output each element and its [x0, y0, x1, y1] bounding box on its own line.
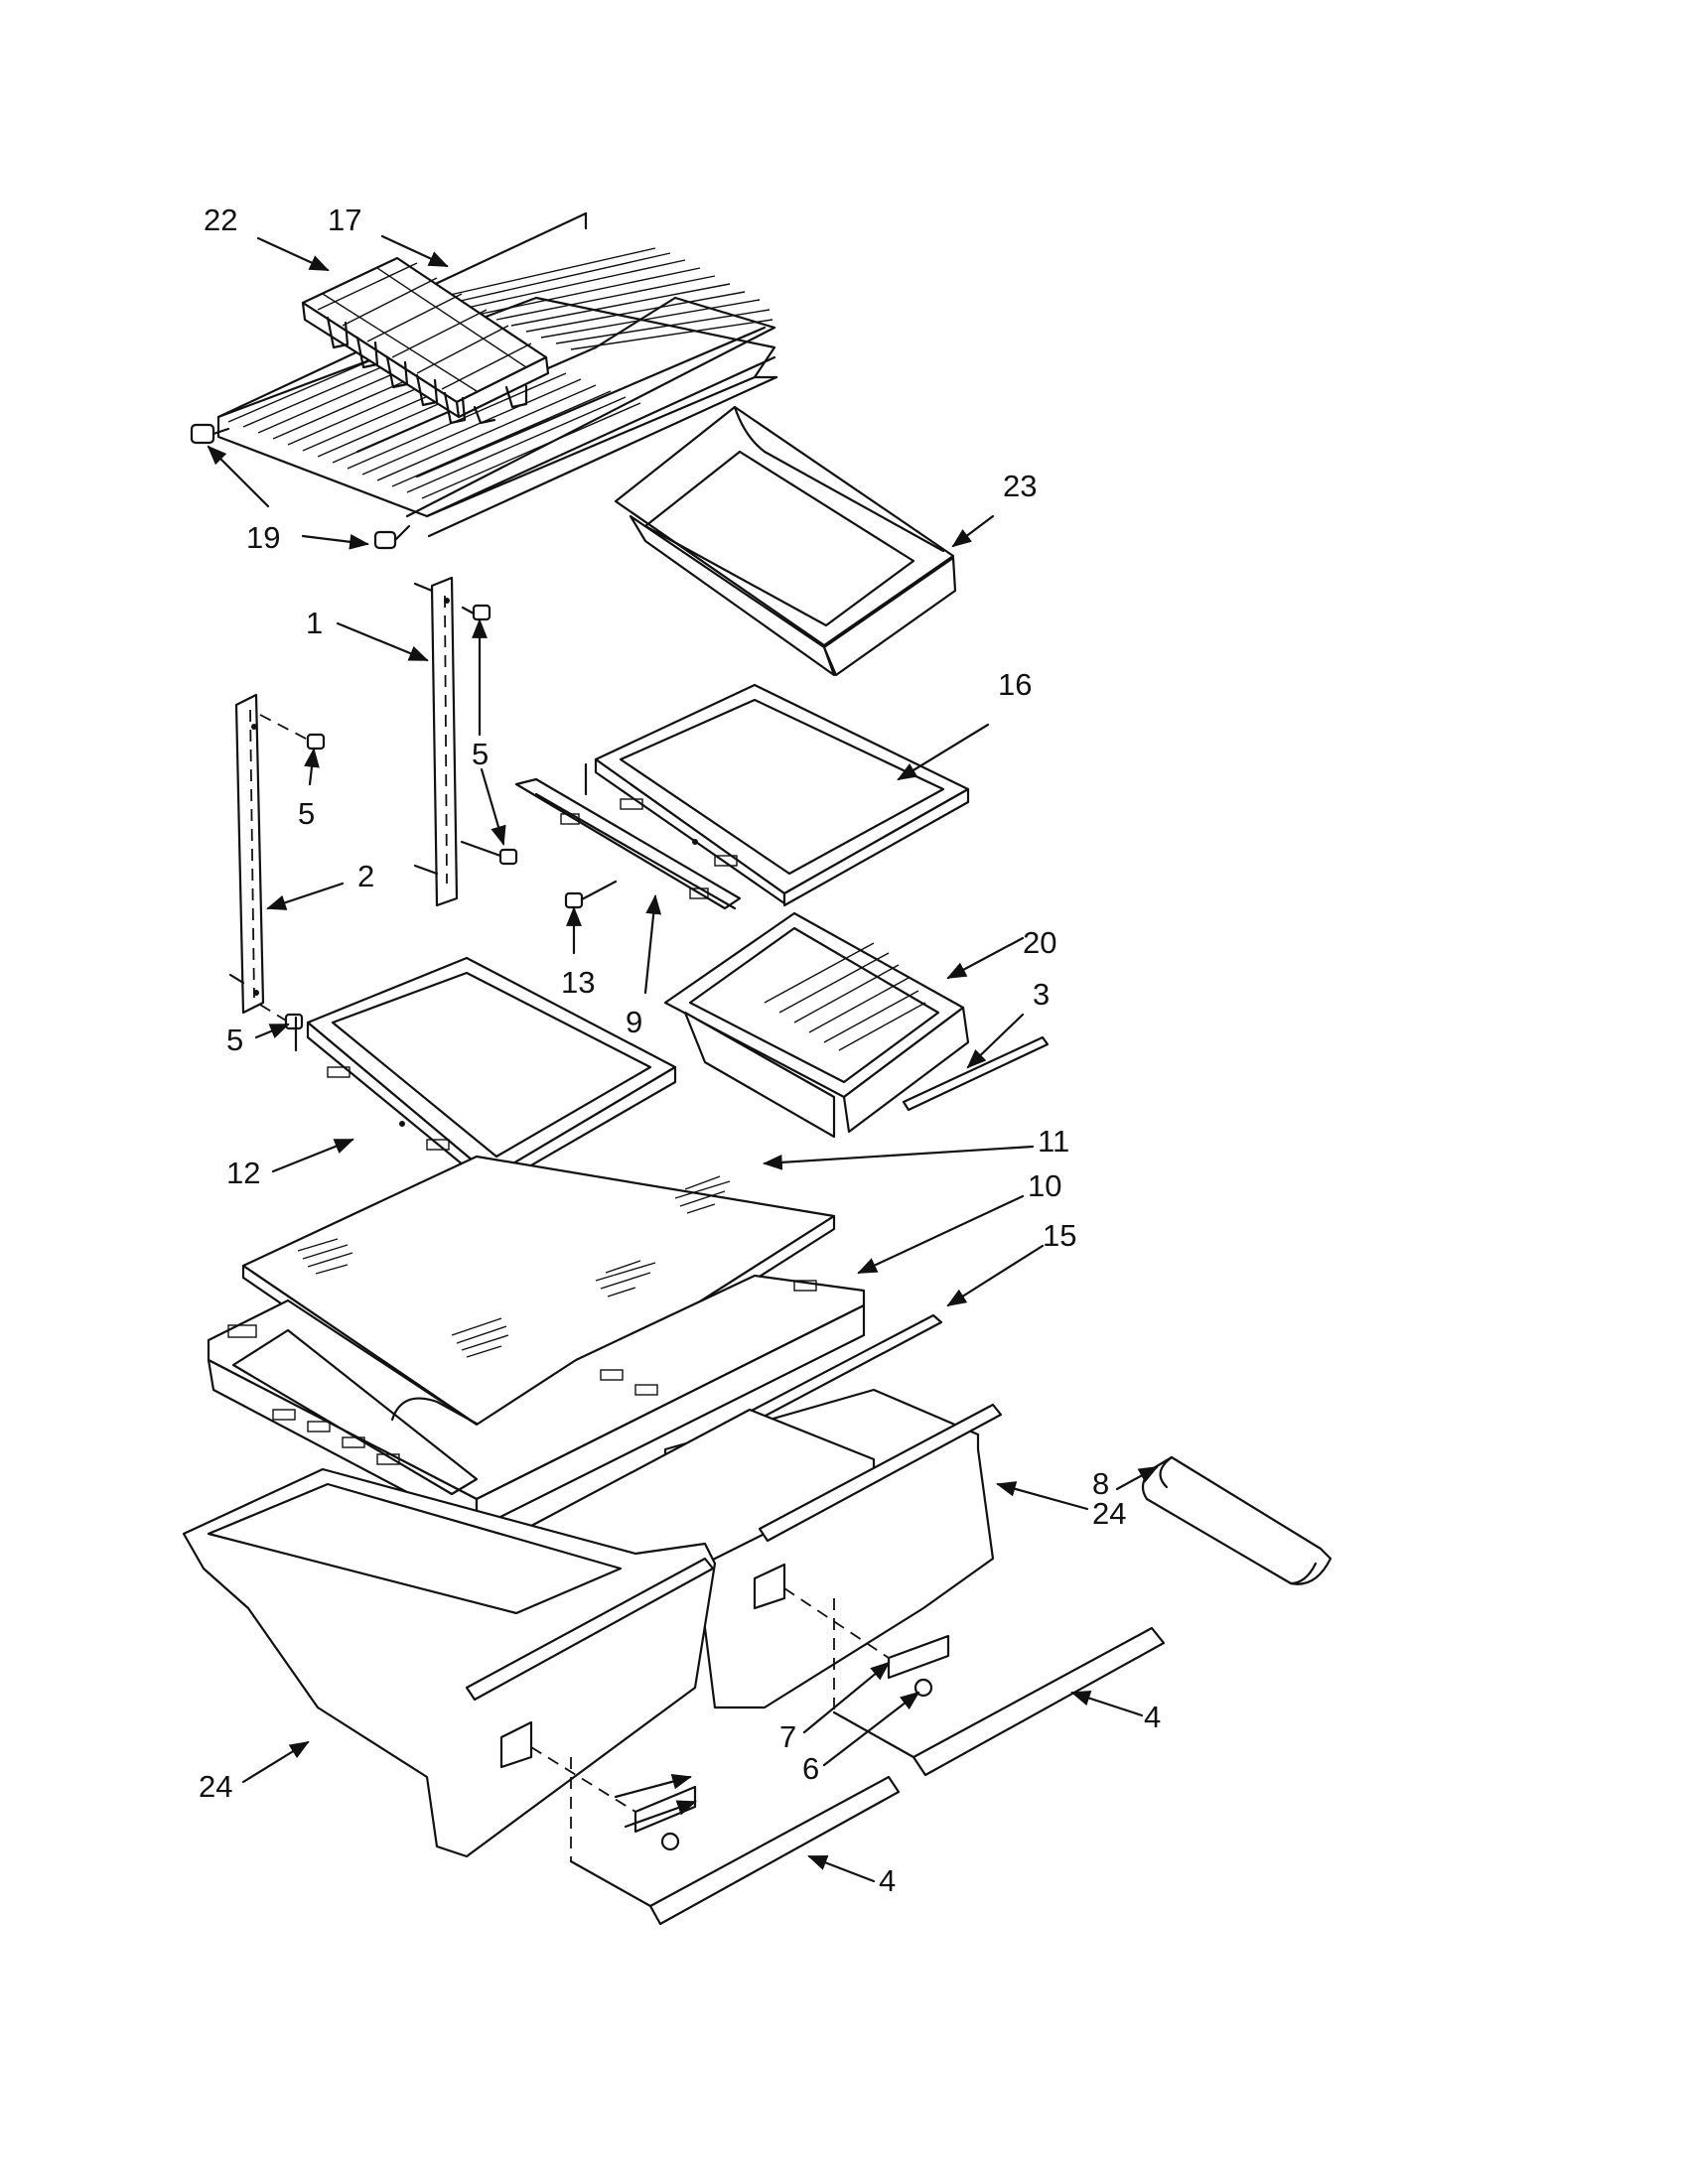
callout-labels: 22 17 19 23 1 16 5 5 2 20 3 13 9 5 12 11… [199, 203, 1161, 1898]
drawer-rail-left [648, 1775, 901, 1926]
label-12: 12 [226, 1156, 260, 1190]
label-4-left: 4 [879, 1863, 896, 1898]
label-2: 2 [357, 859, 374, 893]
label-5-bottom: 5 [226, 1023, 243, 1057]
label-8: 8 [1092, 1466, 1109, 1501]
label-7: 7 [779, 1719, 796, 1754]
label-16: 16 [998, 667, 1032, 702]
screw-5-bottom [259, 1004, 304, 1030]
meat-pan-cover [584, 683, 970, 907]
label-1: 1 [306, 606, 323, 640]
label-10: 10 [1028, 1168, 1061, 1203]
guide-end-right [832, 1710, 915, 1759]
drawer-rail-right [912, 1626, 1166, 1777]
crisper-drawer-left [182, 1467, 717, 1858]
shelf-support-left [190, 423, 230, 445]
drawer-pin-left [660, 1832, 680, 1851]
label-22: 22 [204, 203, 237, 237]
label-15: 15 [1043, 1218, 1076, 1253]
label-11: 11 [1038, 1124, 1069, 1159]
guide-end-left [569, 1859, 652, 1908]
shelf-ladder-left [228, 693, 265, 1015]
label-13: 13 [561, 965, 595, 1000]
leader-arrows [207, 234, 1159, 1883]
screw-5-middle [460, 840, 518, 866]
label-24-left: 24 [199, 1769, 232, 1804]
label-20: 20 [1023, 925, 1056, 960]
screw-5-top [461, 604, 491, 621]
label-3: 3 [1033, 977, 1050, 1012]
shelf-support-right [373, 524, 411, 550]
screw-5-left [259, 714, 326, 751]
cover-support [514, 777, 742, 910]
deli-pan [614, 405, 957, 677]
crisper-frame [207, 1274, 866, 1531]
label-6: 6 [802, 1751, 819, 1786]
label-9: 9 [626, 1005, 642, 1039]
shelf-ladder-right [413, 576, 459, 907]
meat-pan [663, 911, 970, 1139]
ice-cube-tray [301, 256, 550, 425]
label-24-right: 24 [1092, 1496, 1126, 1531]
screw-13 [564, 880, 618, 909]
spacer [902, 1035, 1050, 1112]
label-4-right: 4 [1144, 1700, 1161, 1734]
label-19: 19 [246, 520, 280, 555]
label-23: 23 [1003, 469, 1037, 503]
label-5-top: 5 [472, 737, 489, 771]
drawer-handle [1141, 1455, 1333, 1585]
label-5-left: 5 [298, 796, 315, 831]
shelf-frame [294, 956, 677, 1190]
label-17: 17 [328, 203, 361, 237]
